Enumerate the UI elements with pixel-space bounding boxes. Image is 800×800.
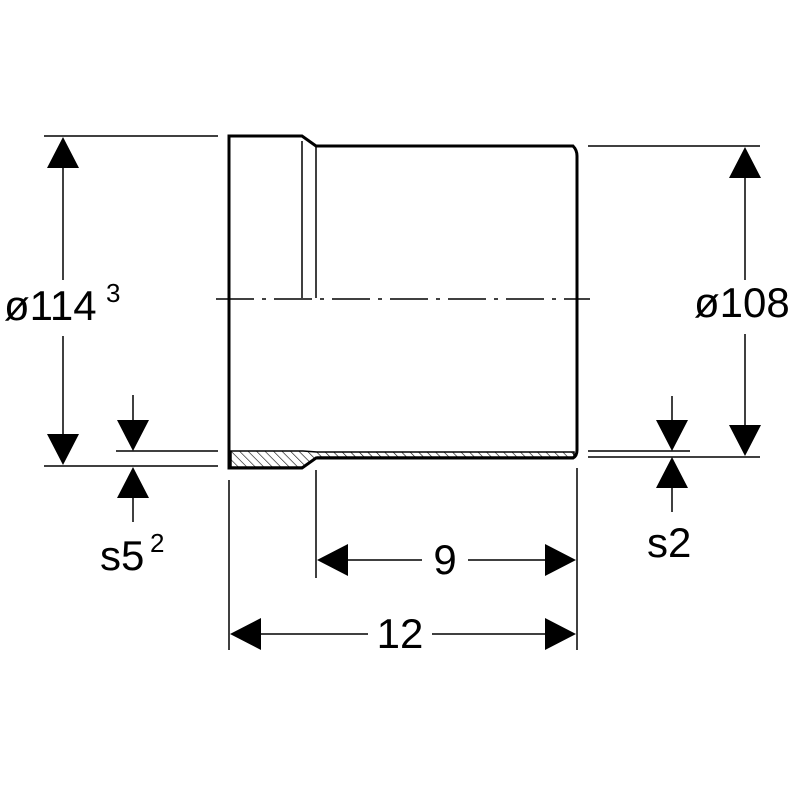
dimension-arrows: [47, 137, 761, 650]
pipe-wall-value: 2: [668, 519, 691, 566]
wall-section: [230, 450, 575, 468]
outer-diameter-label: ø114: [4, 282, 97, 329]
socket-wall-prefix: s: [100, 532, 121, 579]
part-outline: [227, 134, 579, 470]
insert-length-label: 9: [433, 536, 456, 583]
outer-diameter-symbol: ø: [4, 282, 30, 329]
socket-wall-superscript: 2: [150, 528, 164, 558]
inner-diameter-label: ø108: [694, 279, 790, 326]
outer-diameter-value: 114: [30, 282, 97, 329]
dimension-labels: ø114 3 ø108 s5 2 s2 9 12: [4, 278, 790, 657]
outer-diameter-superscript: 3: [106, 278, 120, 308]
inner-diameter-value: 108: [720, 279, 790, 326]
socket-wall-value: 5: [121, 532, 144, 579]
socket-wall-label: s5: [100, 532, 144, 579]
pipe-wall-label: s2: [647, 519, 691, 566]
inner-diameter-symbol: ø: [694, 279, 720, 326]
pipe-wall-prefix: s: [647, 519, 668, 566]
extension-lines: [44, 135, 760, 650]
pipe-part: [216, 134, 590, 470]
total-length-label: 12: [377, 610, 424, 657]
